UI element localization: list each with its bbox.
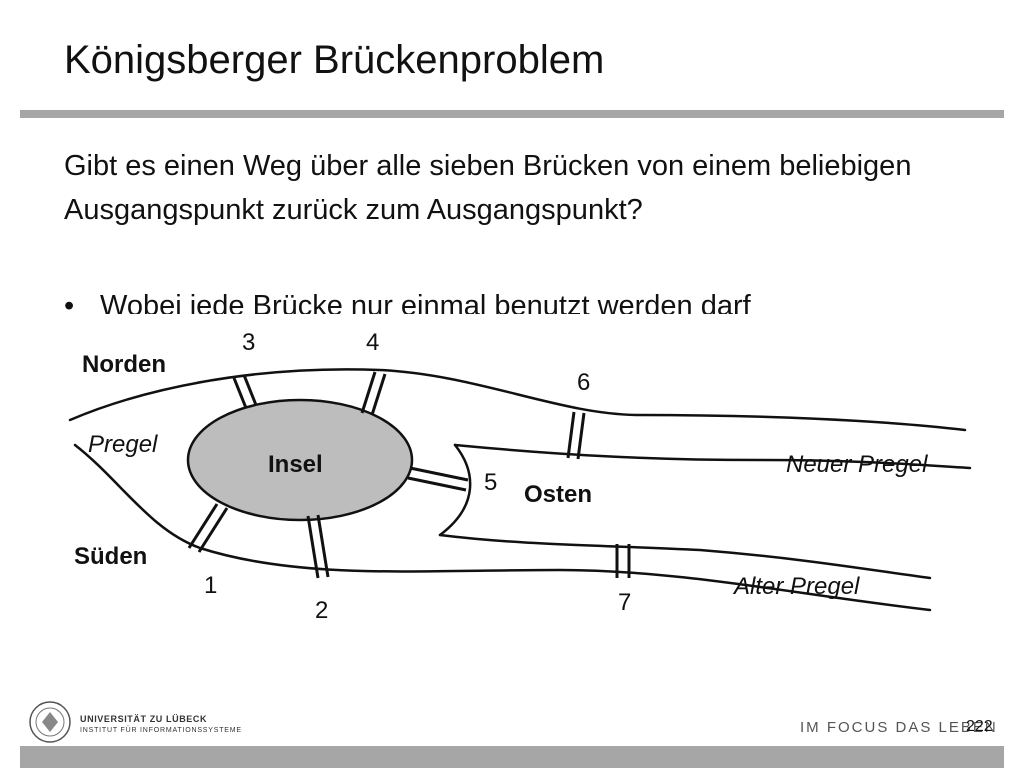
label-north: Norden [82,351,166,378]
bridge-label-6: 6 [577,369,590,396]
title-divider [20,110,1004,118]
bridge-4 [360,371,387,416]
label-new-pregel: Neuer Pregel [786,451,928,478]
osten-south-shore [438,533,932,580]
label-old-pregel: Alter Pregel [732,573,860,600]
bullet-text: Wobei jede Brücke nur einmal benutzt wer… [100,290,751,314]
bridge-5 [407,466,469,492]
bridge-label-7: 7 [618,589,631,616]
bridge-label-4: 4 [366,329,379,356]
bridge-label-3: 3 [242,329,255,356]
bridge-label-5: 5 [484,469,497,496]
bridge-7 [615,544,631,578]
label-island: Insel [268,451,323,478]
page-number: 222 [966,718,993,735]
north-riverbank [68,368,967,432]
bridge-label-1: 1 [204,572,217,599]
institute-name: INSTITUT FÜR INFORMATIONSSYSTEME [80,727,242,734]
bridge-3 [232,374,258,409]
slide-title: Königsberger Brückenproblem [64,38,605,82]
label-south: Süden [74,543,147,570]
south-riverbank [73,443,932,612]
university-slogan: IM FOCUS DAS LEBEN [800,719,998,736]
bullet-marker: • [64,290,75,314]
bridge-2 [306,514,330,579]
bullet-item: • Wobei jede Brücke nur einmal benutzt we… [64,286,751,314]
bridge-1 [187,503,229,553]
university-name: UNIVERSITÄT ZU LÜBECK [80,714,208,724]
label-pregel: Pregel [88,431,158,458]
osten-north-shore [453,443,972,470]
question-text: Gibt es einen Weg über alle sieben Brück… [64,150,912,226]
footer-bar [20,746,1004,768]
university-seal-logo [29,701,71,743]
label-east: Osten [524,481,592,508]
bridges-diagram: Norden Süden Insel Osten Pregel Neuer Pr… [68,329,972,624]
insel-island [186,398,414,522]
bridge-label-2: 2 [315,597,328,624]
osten-west-shore [438,443,472,537]
bridge-6 [566,411,586,460]
